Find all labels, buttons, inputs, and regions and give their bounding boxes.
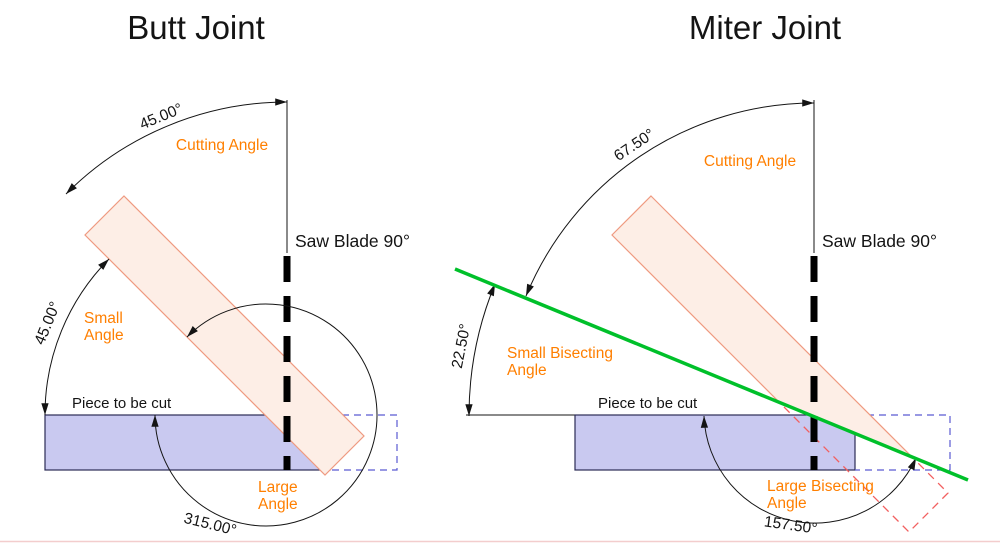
butt-small-angle-arc — [41, 258, 110, 416]
butt-joint-panel: Butt Joint Saw Blade 90° 45.00° Cutting … — [31, 9, 410, 539]
miter-saw-blade-label: Saw Blade 90° — [822, 231, 937, 251]
miter-cutting-angle-label: Cutting Angle — [704, 153, 796, 170]
butt-small-angle-label-line1: Small — [84, 310, 123, 327]
miter-piece-label: Piece to be cut — [598, 395, 698, 412]
miter-large-bisecting-angle-arc — [700, 415, 917, 524]
butt-piece-label: Piece to be cut — [72, 395, 172, 412]
butt-saw-blade-label: Saw Blade 90° — [295, 231, 410, 251]
miter-cutting-angle-arc — [525, 99, 815, 297]
butt-small-angle-value: 45.00° — [31, 299, 64, 347]
miter-joint-title: Miter Joint — [689, 9, 841, 46]
miter-small-bisecting-angle-label-line2: Angle — [507, 362, 547, 379]
butt-large-angle-label-line2: Angle — [258, 496, 298, 513]
miter-large-bisecting-angle-label-line1: Large Bisecting — [767, 478, 874, 495]
miter-large-bisecting-angle-value: 157.50° — [763, 513, 818, 537]
miter-joint-panel: Miter Joint Saw Blade 90° 67.50° Cutting… — [449, 9, 969, 538]
miter-small-bisecting-angle-arc — [465, 283, 496, 417]
miter-small-bisecting-angle-value: 22.50° — [449, 322, 474, 369]
miter-bisecting-line — [454, 267, 969, 482]
butt-large-angle-arc — [151, 303, 378, 527]
butt-cutting-angle-label: Cutting Angle — [176, 137, 268, 154]
butt-cutting-angle-arc — [65, 98, 288, 195]
butt-large-angle-value: 315.00° — [182, 510, 238, 539]
miter-small-bisecting-angle-label-line1: Small Bisecting — [507, 345, 613, 362]
miter-large-bisecting-angle-label-line2: Angle — [767, 495, 807, 512]
butt-joint-title: Butt Joint — [127, 9, 265, 46]
butt-small-angle-label-line2: Angle — [84, 327, 124, 344]
miter-cutting-angle-value: 67.50° — [611, 126, 658, 165]
butt-large-angle-label-line1: Large — [258, 479, 298, 496]
